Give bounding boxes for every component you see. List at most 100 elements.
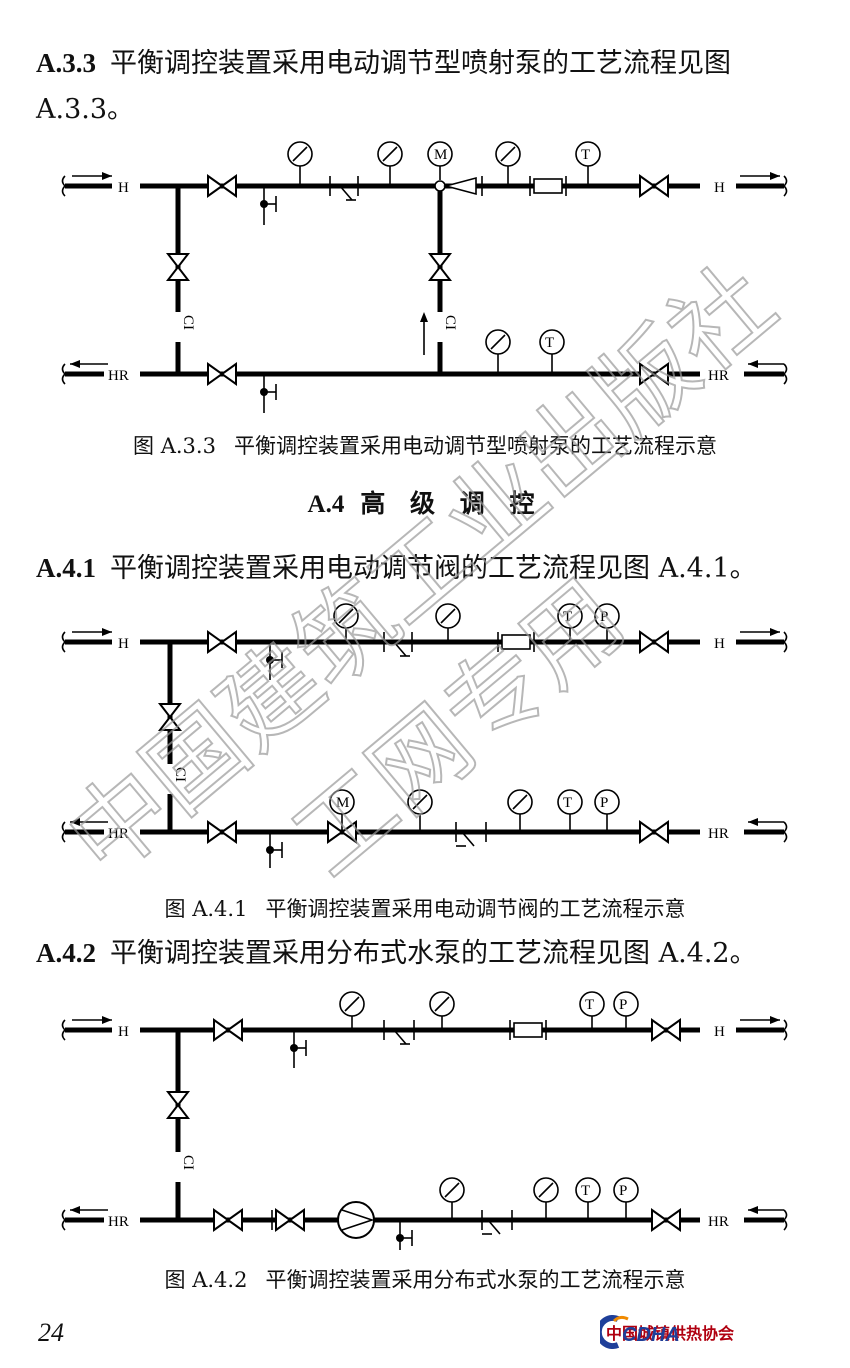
temperature-transmitter-icon — [575, 1177, 601, 1220]
pressure-transmitter-icon — [613, 1177, 639, 1220]
return-arrow-left — [61, 818, 108, 843]
gate-valve-icon — [213, 1208, 243, 1232]
label-return-right: HR — [708, 826, 729, 842]
pressure-gauge-icon — [429, 991, 455, 1030]
bypass-valve-icon — [165, 1091, 191, 1119]
caption-text: 平衡调控装置采用电动调节型喷射泵的工艺流程示意 — [233, 434, 717, 458]
label-supply-right: H — [714, 636, 725, 652]
gate-valve-icon — [639, 362, 669, 386]
temp-label: T — [585, 997, 594, 1013]
label-supply-left: H — [118, 180, 129, 196]
pressure-transmitter-icon — [594, 603, 620, 642]
bypass-valve-icon — [157, 703, 183, 731]
label-connector: CI — [442, 315, 458, 330]
publisher-logo: CDHA 中国城镇供热协会 — [600, 1312, 734, 1352]
logo-mark-text: CDHA — [622, 1324, 680, 1346]
label-return-left: HR — [108, 1214, 129, 1230]
paragraph-a42: A.4.2 平衡调控装置采用分布式水泵的工艺流程见图 A.4.2。 — [36, 930, 826, 977]
flow-meter-icon — [509, 1020, 547, 1040]
clause-text: 平衡调控装置采用分布式水泵的工艺流程见图 A.4.2。 — [110, 938, 757, 969]
pressure-gauge-icon — [333, 603, 359, 642]
jet-pump-icon — [427, 141, 477, 196]
temp-label: T — [563, 795, 572, 811]
gate-valve-icon — [639, 630, 669, 654]
organization-name: 中国城镇供热协会 — [606, 1324, 735, 1343]
filter-icon — [329, 176, 359, 201]
pressure-gauge-icon — [407, 789, 433, 832]
pressure-transmitter-icon — [594, 789, 620, 832]
figure-a42-caption: 图 A.4.2 平衡调控装置采用分布式水泵的工艺流程示意 — [0, 1264, 850, 1294]
filter-icon — [383, 632, 413, 657]
label-connector: CI — [180, 315, 196, 330]
clause-number: A.4.1 — [36, 553, 96, 583]
supply-arrow-left — [61, 1016, 112, 1041]
gate-valve-icon — [651, 1208, 681, 1232]
caption-text: 平衡调控装置采用电动调节阀的工艺流程示意 — [265, 897, 686, 921]
label-return-right: HR — [708, 1214, 729, 1230]
clause-number: A.3.3 — [36, 48, 96, 78]
pressure-label: P — [600, 795, 608, 811]
pressure-gauge-icon — [495, 141, 521, 186]
gate-valve-icon — [207, 820, 237, 844]
caption-number: 图 A.4.2 — [164, 1268, 248, 1292]
temperature-transmitter-icon — [557, 789, 583, 832]
check-valve-icon — [271, 1208, 305, 1232]
return-arrow-right — [744, 818, 788, 843]
pressure-label: P — [619, 997, 627, 1013]
label-supply-right: H — [714, 1024, 725, 1040]
flow-meter-icon — [497, 632, 535, 652]
drain-valve-icon — [266, 832, 283, 868]
supply-arrow-left — [61, 172, 112, 197]
drain-valve-icon — [396, 1220, 413, 1250]
bypass-valve-icon — [165, 253, 191, 281]
supply-arrow-left — [61, 628, 112, 653]
gate-valve-icon — [207, 174, 237, 198]
caption-text: 平衡调控装置采用分布式水泵的工艺流程示意 — [265, 1268, 686, 1292]
figure-a41-diagram: H HR H HR CI T P M T P — [61, 603, 788, 868]
gate-valve-icon — [207, 630, 237, 654]
gate-valve-icon — [639, 174, 669, 198]
pressure-gauge-icon — [287, 141, 313, 186]
logo-mark-icon: CDHA — [600, 1315, 680, 1349]
label-connector: CI — [172, 767, 188, 782]
supply-arrow-right — [736, 628, 788, 653]
motor-label: M — [336, 795, 349, 811]
temp-label: T — [563, 609, 572, 625]
label-return-right: HR — [708, 368, 729, 384]
label-return-left: HR — [108, 826, 129, 842]
drain-valve-icon — [260, 374, 277, 413]
heading-number: A.4 — [307, 491, 345, 518]
gate-valve-icon — [651, 1018, 681, 1042]
pressure-gauge-icon — [339, 991, 365, 1030]
page-number: 24 — [38, 1318, 64, 1347]
caption-number: 图 A.3.3 — [133, 434, 216, 458]
motorized-valve-icon — [327, 789, 357, 844]
clause-number: A.4.2 — [36, 938, 96, 968]
temperature-transmitter-icon — [579, 991, 605, 1030]
clause-text: 平衡调控装置采用电动调节型喷射泵的工艺流程见图 A.3.3。 — [36, 48, 731, 125]
return-arrow-right — [744, 1206, 788, 1231]
gate-valve-icon — [213, 1018, 243, 1042]
pressure-gauge-icon — [507, 789, 533, 832]
drain-valve-icon — [290, 1030, 307, 1068]
filter-icon — [481, 1210, 513, 1235]
label-connector: CI — [180, 1155, 196, 1170]
temp-label: T — [581, 1183, 590, 1199]
label-supply-left: H — [118, 1024, 129, 1040]
pressure-gauge-icon — [439, 1177, 465, 1220]
distributed-pump-icon — [337, 1201, 375, 1239]
filter-icon — [383, 1020, 415, 1045]
figure-a33-diagram: H HR H HR CI CI M — [61, 141, 788, 413]
pressure-gauge-icon — [377, 141, 403, 186]
pressure-transmitter-icon — [613, 991, 639, 1030]
pressure-gauge-icon — [485, 329, 511, 374]
figure-a33-caption: 图 A.3.3 平衡调控装置采用电动调节型喷射泵的工艺流程示意 — [0, 430, 850, 460]
pressure-label: P — [619, 1183, 627, 1199]
drain-valve-icon — [260, 186, 277, 225]
figure-a42-diagram: H HR H HR CI T P T P — [61, 991, 788, 1250]
temp-label: T — [581, 147, 590, 163]
filter-icon — [455, 822, 487, 847]
